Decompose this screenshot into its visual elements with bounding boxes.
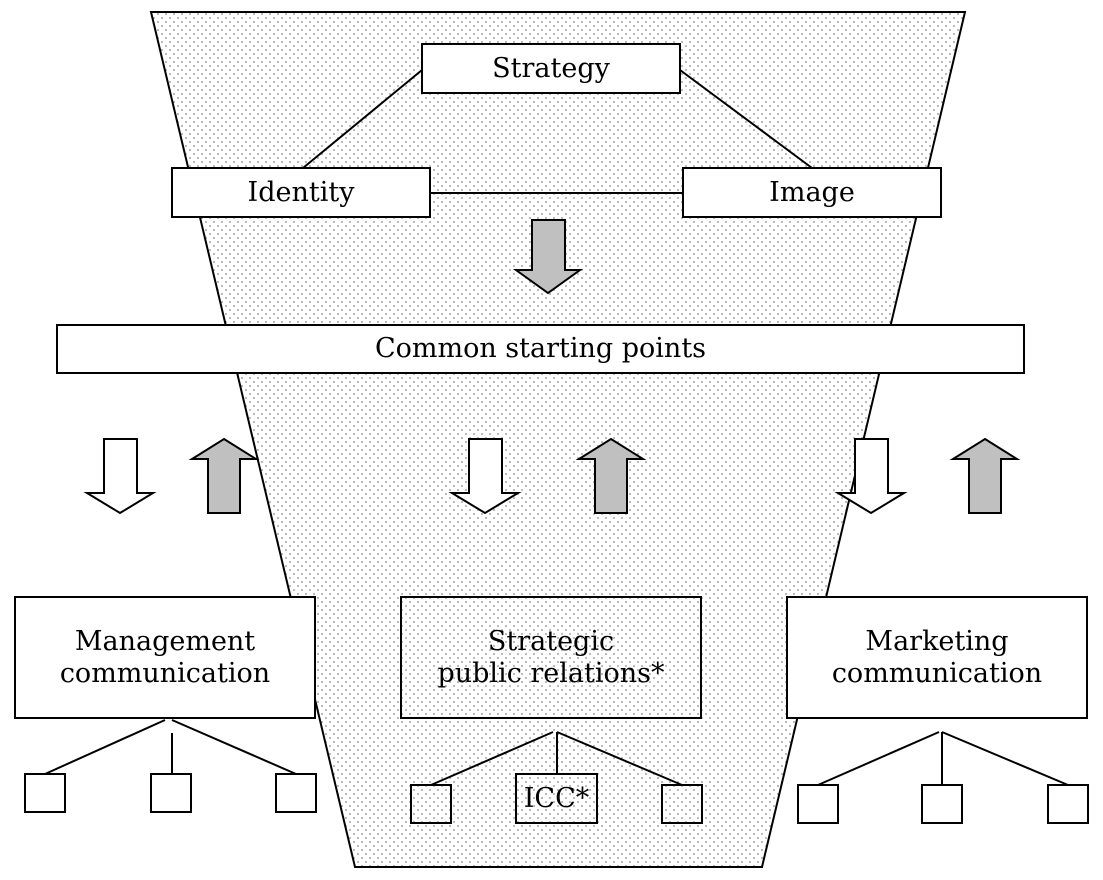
down-arrow-gray	[512, 219, 584, 295]
funnel-shape	[149, 11, 967, 868]
strategy-box	[421, 43, 681, 94]
up-arrow-gray-left	[188, 437, 260, 514]
marketing-communication-box	[786, 596, 1088, 719]
down-arrow-white-left	[83, 438, 157, 515]
marketing-subtree	[797, 731, 1089, 824]
management-subtree	[24, 719, 317, 813]
down-arrow-white-center	[448, 438, 522, 515]
strategic-pr-subtree	[410, 731, 703, 824]
connector-strategy-identity	[302, 69, 423, 169]
up-arrow-gray-center	[575, 437, 647, 514]
common-starting-points-box	[56, 324, 1025, 374]
down-arrow-white-right	[834, 438, 908, 515]
up-arrow-gray-right	[949, 437, 1021, 514]
strategic-public-relations-box	[400, 596, 702, 719]
image-box	[682, 167, 942, 218]
connector-strategy-image	[679, 69, 813, 169]
identity-box	[171, 167, 431, 218]
management-communication-box	[14, 596, 316, 719]
icc-box	[515, 773, 598, 824]
